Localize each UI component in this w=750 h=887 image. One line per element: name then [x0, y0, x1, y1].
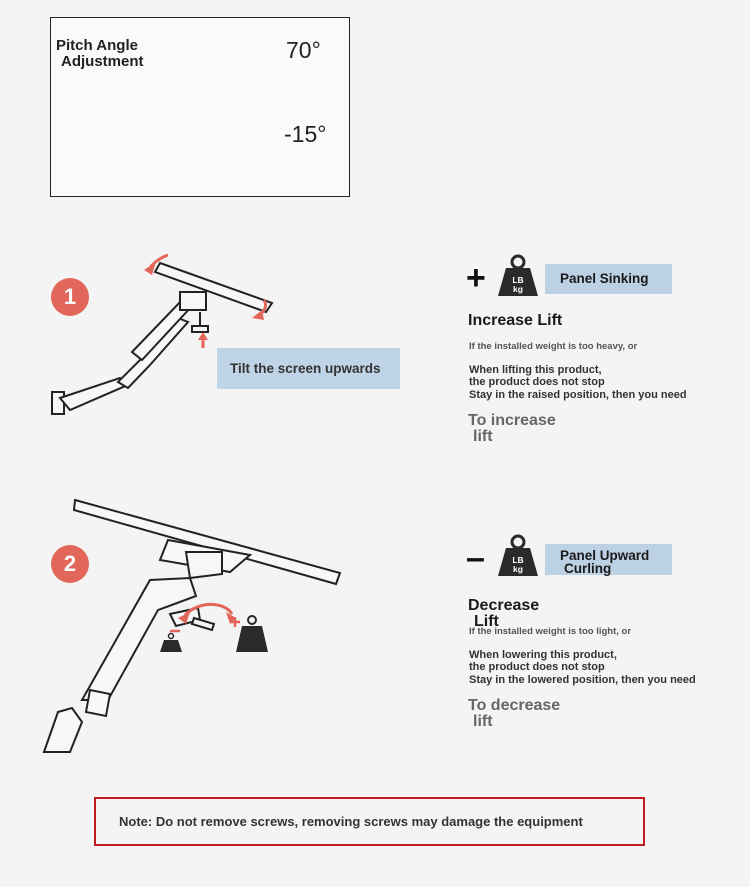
- panel-upward-tag-line2: Curling: [564, 561, 612, 576]
- weight-lb-label: LB: [512, 275, 523, 285]
- increase-line-2: the product does not stop: [469, 376, 605, 388]
- decrease-lift-heading-line2: Lift: [474, 613, 499, 630]
- increase-line-1: When lifting this product,: [469, 364, 602, 376]
- angle-min-label: -15°: [284, 121, 327, 147]
- increase-action-line1: To increase: [468, 412, 556, 429]
- warning-note-text: Note: Do not remove screws, removing scr…: [119, 814, 583, 829]
- increase-action-line2: lift: [473, 428, 493, 445]
- step2-rotate-arrow-icon: [178, 602, 236, 624]
- pitch-angle-title: Pitch Angle Adjustment: [56, 38, 144, 70]
- pitch-title-line2: Adjustment: [61, 53, 144, 70]
- minus-sign-icon: –: [466, 539, 485, 577]
- weight-kg-label: kg: [513, 564, 523, 574]
- increase-condition-text: If the installed weight is too heavy, or: [469, 341, 638, 352]
- decrease-lift-heading-line1: Decrease: [468, 597, 540, 614]
- tilt-screen-caption: Tilt the screen upwards: [217, 348, 400, 389]
- step-2-badge: 2: [51, 545, 89, 583]
- step2-arm-illustration: [42, 498, 342, 753]
- heavy-weight-icon: [236, 615, 268, 652]
- pitch-angle-panel: [50, 17, 350, 197]
- angle-max-label: 70°: [286, 37, 321, 63]
- step1-arm-illustration: [51, 261, 274, 415]
- weight-kg-label: kg: [513, 284, 523, 294]
- plus-sign-icon: +: [466, 259, 486, 297]
- decrease-action-line1: To decrease: [468, 697, 561, 714]
- decrease-condition-text: If the installed weight is too light, or: [469, 626, 632, 637]
- light-weight-icon: [160, 632, 182, 652]
- decrease-action-line2: lift: [473, 713, 493, 730]
- step1-tilt-arrows-icon: [144, 253, 268, 348]
- decrease-line-3: Stay in the lowered position, then you n…: [469, 674, 696, 686]
- step-1-badge: 1: [51, 278, 89, 316]
- step2-plus-sign-icon: [230, 617, 240, 627]
- weight-lb-label: LB: [512, 555, 523, 565]
- increase-line-3: Stay in the raised position, then you ne…: [469, 389, 687, 401]
- decrease-line-2: the product does not stop: [469, 661, 605, 673]
- decrease-line-1: When lowering this product,: [469, 649, 617, 661]
- pitch-title-line1: Pitch Angle: [56, 37, 138, 54]
- panel-upward-curling-tag: Panel Upward Curling: [545, 544, 672, 575]
- panel-upward-tag-line1: Panel Upward: [560, 548, 650, 563]
- weight-text-increase: LB kg: [512, 275, 523, 294]
- warning-note-box: [94, 797, 645, 846]
- weight-text-decrease: LB kg: [512, 555, 523, 574]
- panel-sinking-tag: Panel Sinking: [545, 264, 672, 294]
- weight-icon-increase: [498, 254, 538, 296]
- increase-lift-heading: Increase Lift: [468, 312, 563, 329]
- weight-icon-decrease: [498, 534, 538, 576]
